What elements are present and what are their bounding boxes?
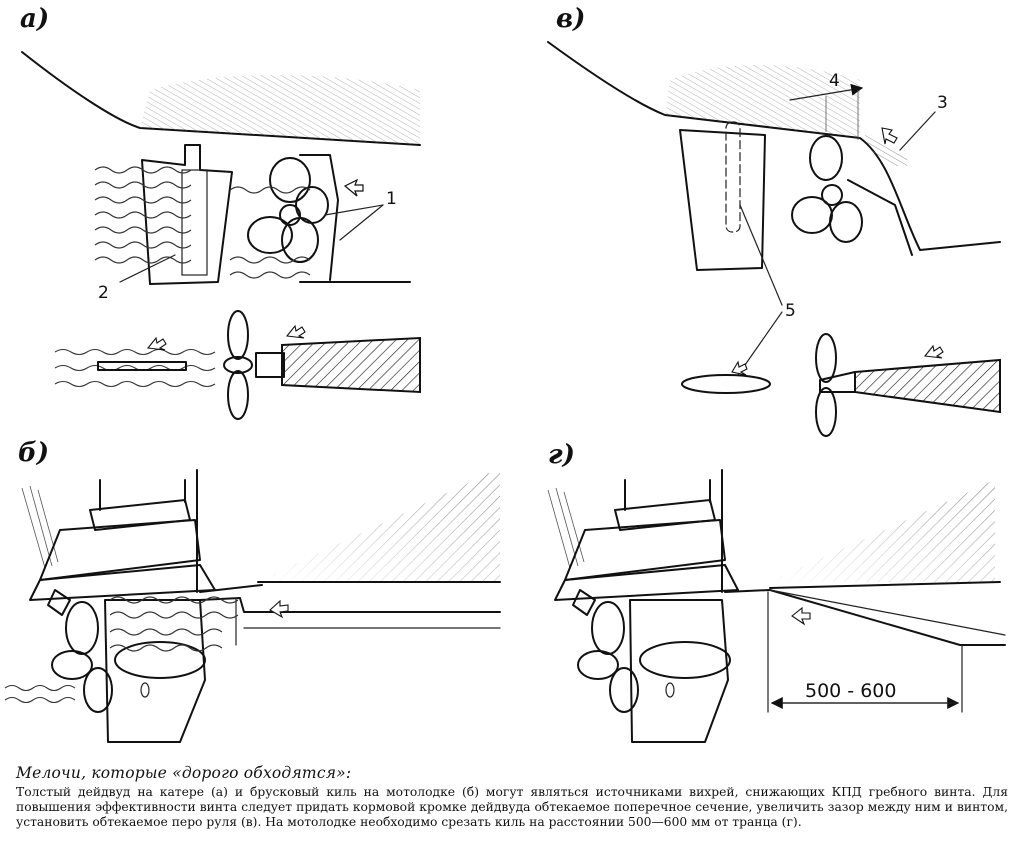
propeller-b bbox=[51, 601, 113, 713]
flow-arrow-b bbox=[269, 599, 289, 619]
panel-g-drawing: 500 - 600 bbox=[547, 469, 1006, 743]
callout-3: 3 bbox=[937, 93, 948, 113]
plan-view-a bbox=[54, 310, 421, 420]
panel-v-drawing: 4 3 5 bbox=[547, 41, 1001, 437]
caption: Мелочи, которые «дорого обходятся»: Толс… bbox=[16, 764, 1008, 830]
deadwood bbox=[141, 144, 233, 285]
hull-outline bbox=[21, 51, 421, 146]
callout-5: 5 bbox=[785, 301, 796, 321]
callout-2: 2 bbox=[98, 283, 109, 303]
panel-label-a: а) bbox=[20, 4, 50, 34]
dimension-label: 500 - 600 bbox=[805, 680, 896, 702]
vortex-waves-b bbox=[4, 596, 239, 704]
flow-arrow-a bbox=[343, 178, 364, 197]
panel-label-b: б) bbox=[18, 438, 50, 468]
callout-4: 4 bbox=[829, 71, 840, 91]
keel-b bbox=[199, 597, 501, 613]
figure: 1 2 bbox=[4, 4, 1006, 743]
outboard-motor-b bbox=[29, 479, 216, 743]
figure-drawing: 1 2 bbox=[4, 41, 1006, 743]
caption-text: Толстый дейдвуд на катере (а) и брусковы… bbox=[16, 785, 1008, 829]
caption-title: Мелочи, которые «дорого обходятся»: bbox=[16, 764, 352, 782]
shaft-bracket bbox=[299, 154, 339, 281]
hull-shading bbox=[140, 75, 420, 145]
panel-a-drawing: 1 2 bbox=[21, 51, 421, 420]
outboard-motor-g bbox=[554, 479, 739, 743]
vortex-shade bbox=[865, 135, 910, 167]
flow-arrow-g bbox=[791, 606, 811, 626]
panel-b-drawing bbox=[4, 468, 501, 743]
deadwood-slot bbox=[181, 169, 208, 276]
propeller-g bbox=[577, 601, 639, 713]
hull-shading-v bbox=[665, 65, 860, 138]
callout-1: 1 bbox=[386, 189, 397, 209]
rudder bbox=[679, 129, 766, 271]
propeller-v bbox=[791, 135, 863, 243]
vortex-waves-a bbox=[94, 166, 311, 279]
shaft-v bbox=[847, 179, 913, 256]
panel-label-v: в) bbox=[556, 4, 586, 34]
rudder-stock bbox=[725, 121, 741, 233]
propeller-a bbox=[247, 157, 329, 263]
plan-view-v bbox=[681, 333, 1001, 437]
panel-label-g: г) bbox=[548, 440, 575, 470]
cut-keel bbox=[769, 589, 1006, 646]
